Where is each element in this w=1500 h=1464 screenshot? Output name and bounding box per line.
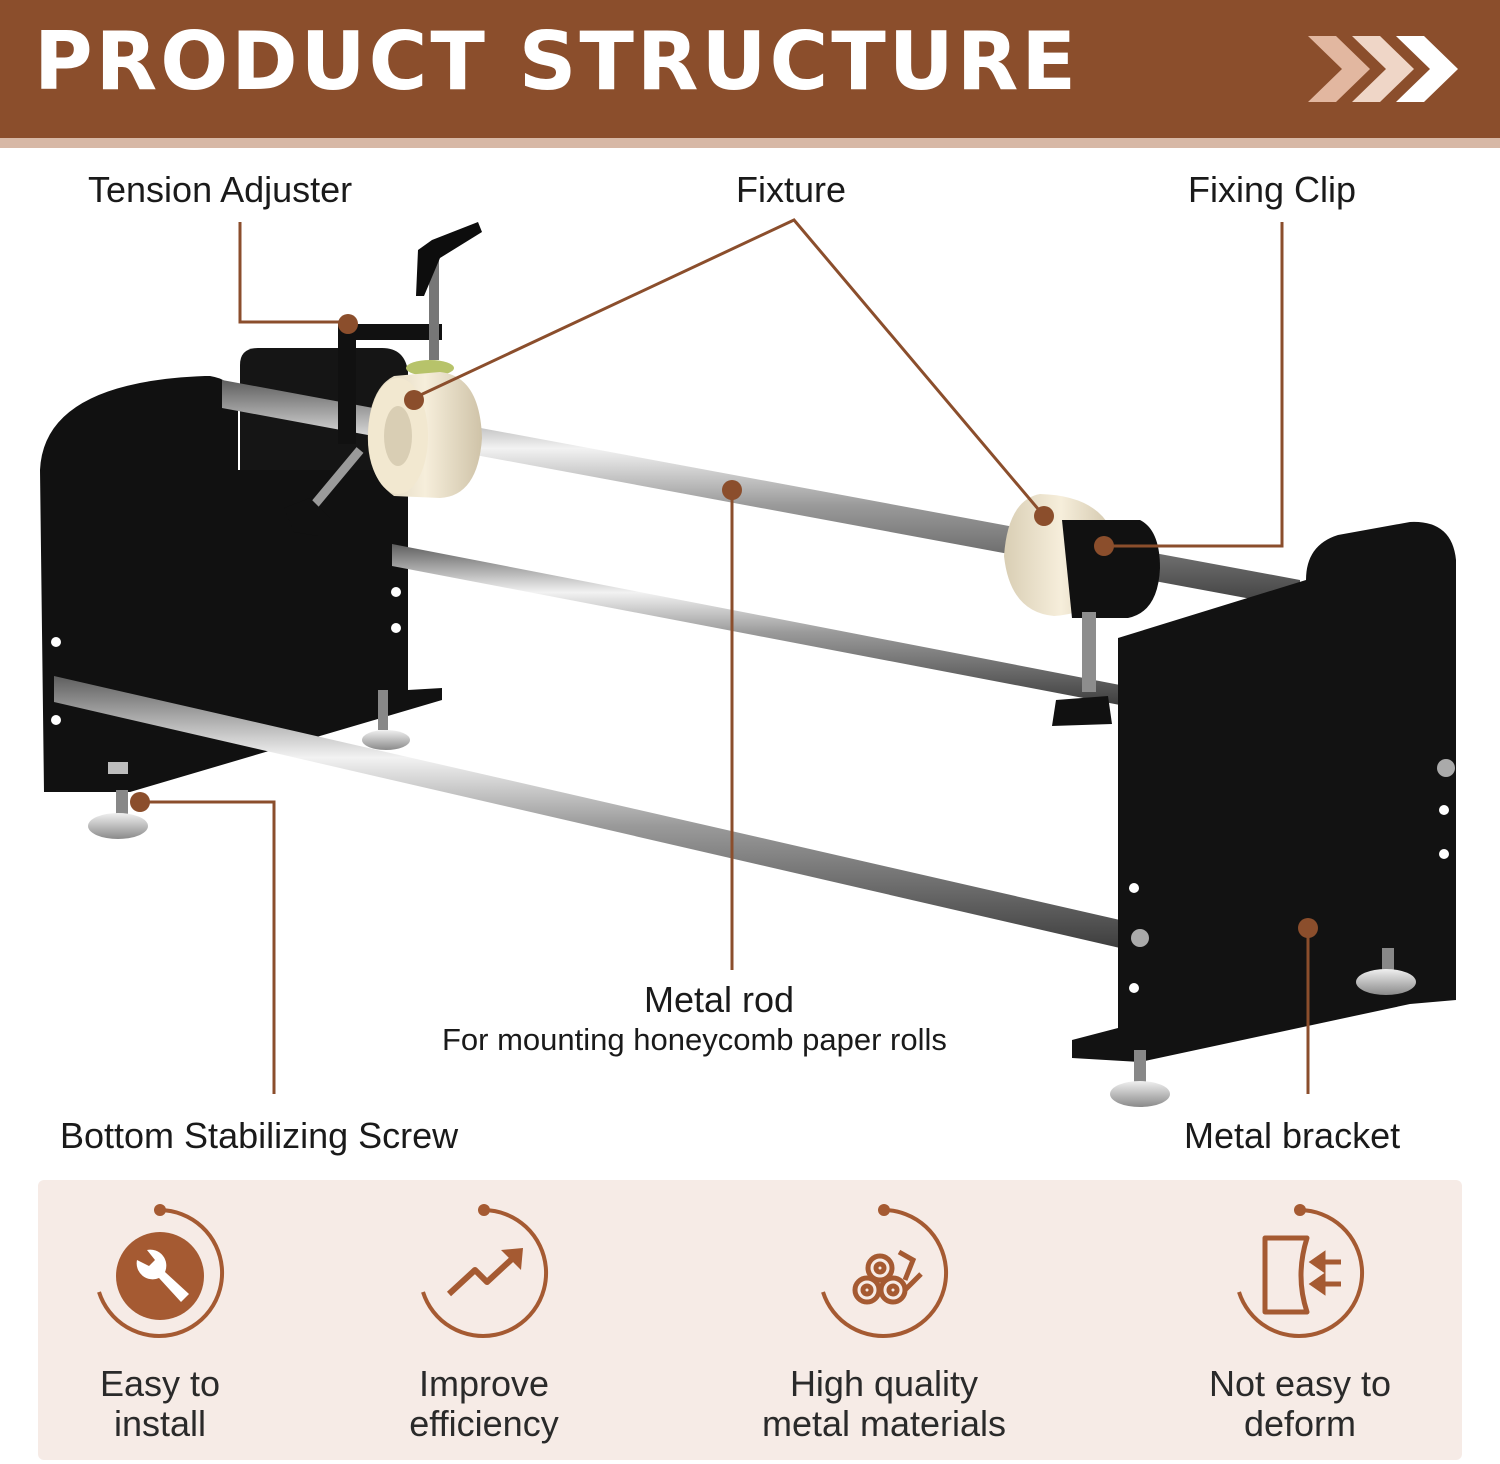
label-fixing-clip: Fixing Clip	[1188, 169, 1357, 210]
label-metal-bracket: Metal bracket	[1184, 1115, 1401, 1156]
label-metal-rod-subtitle: For mounting honeycomb paper rolls	[442, 1022, 947, 1057]
feature-easy-install: Easy to install	[10, 1200, 310, 1450]
fixture-clip-assembly	[1004, 494, 1160, 726]
trend-up-icon	[421, 1204, 549, 1338]
label-bottom-stabilizing-screw: Bottom Stabilizing Screw	[60, 1115, 459, 1156]
callout-leaders	[140, 218, 1310, 1094]
feature-line1: Improve	[418, 1363, 550, 1404]
feature-line1: Not easy to	[1208, 1363, 1392, 1404]
label-tension-adjuster: Tension Adjuster	[88, 169, 353, 210]
header-stripe	[0, 138, 1500, 148]
page-title: PRODUCT STRUCTURE	[34, 15, 1079, 108]
product-illustration	[40, 218, 1456, 1107]
callout-dots	[130, 314, 1318, 938]
feature-line2: metal materials	[761, 1403, 1007, 1444]
features-panel	[38, 1180, 1462, 1460]
feature-line1: High quality	[789, 1363, 979, 1404]
right-bracket	[1072, 521, 1456, 1062]
tension-adjuster-assembly	[284, 222, 482, 536]
compress-icon	[1237, 1204, 1365, 1338]
chevrons-right-icon	[1308, 36, 1458, 102]
feature-improve-efficiency: Improve efficiency	[334, 1200, 634, 1450]
label-fixture: Fixture	[736, 169, 847, 210]
feature-line2: deform	[1243, 1403, 1357, 1444]
rolls-icon	[821, 1204, 949, 1338]
feature-line2: efficiency	[409, 1403, 559, 1444]
feature-line1: Easy to	[99, 1363, 221, 1404]
feature-not-easy-deform: Not easy to deform	[1150, 1200, 1450, 1450]
label-metal-rod: Metal rod	[644, 979, 795, 1020]
leveling-feet	[88, 690, 1416, 1107]
feature-line2: install	[113, 1403, 207, 1444]
wrench-icon	[97, 1204, 225, 1338]
header-banner: PRODUCT STRUCTURE	[0, 0, 1500, 138]
feature-high-quality: High quality metal materials	[734, 1200, 1034, 1450]
